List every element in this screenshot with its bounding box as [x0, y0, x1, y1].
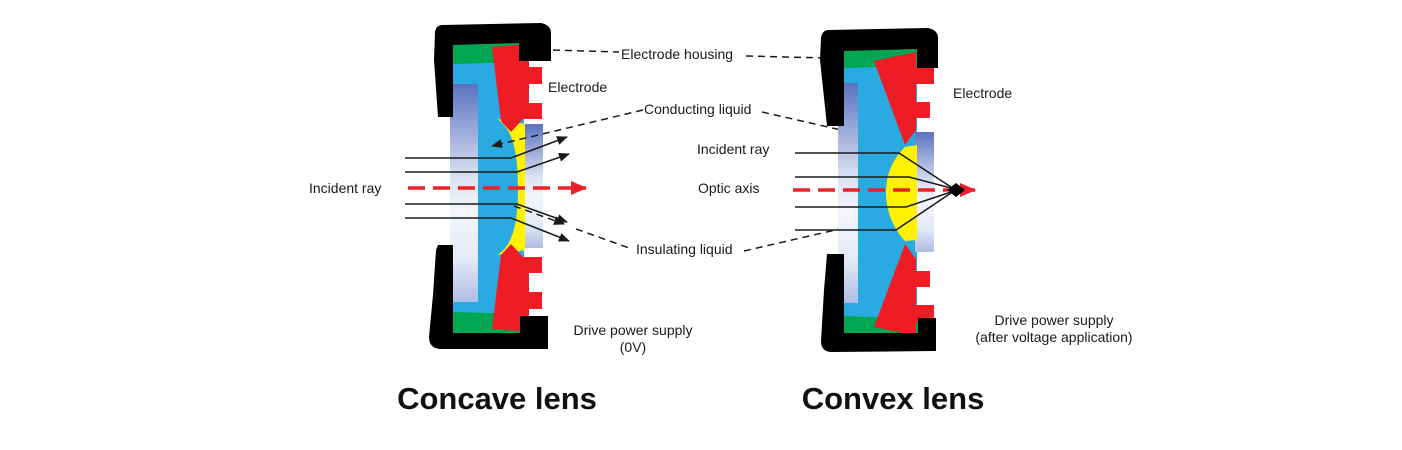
housing-bottom — [429, 245, 548, 349]
drive-power-left-line1: Drive power supply — [573, 322, 693, 338]
housing-top — [434, 23, 551, 117]
drive-power-right-line1: Drive power supply — [994, 312, 1114, 328]
light-ray — [795, 176, 952, 189]
concave-ray-group — [405, 136, 587, 242]
label-conducting-liquid: Conducting liquid — [644, 101, 752, 117]
concave-lens-figure — [429, 23, 551, 349]
label-incident-ray-center: Incident ray — [697, 141, 770, 157]
label-electrode-housing: Electrode housing — [621, 46, 734, 62]
label-electrode-left: Electrode — [548, 79, 608, 95]
label-insulating-liquid: Insulating liquid — [636, 241, 733, 257]
housing-bottom — [821, 254, 936, 352]
label-drive-power-right: Drive power supply (after voltage applic… — [944, 312, 1164, 346]
glass-window-left — [450, 84, 478, 302]
glass-window-right — [915, 132, 934, 252]
convex-ray-group — [793, 152, 976, 231]
electrode-top-shape — [492, 44, 542, 132]
drive-power-left-line2: (0V) — [619, 339, 647, 355]
pointer-insulating-liquid-left-a — [513, 205, 565, 225]
light-ray — [405, 217, 570, 242]
title-convex-lens: Convex lens — [801, 381, 985, 416]
glass-window-right — [524, 124, 543, 248]
pointer-insulating-liquid-left-b — [575, 228, 633, 250]
label-electrode-right: Electrode — [953, 85, 1013, 101]
light-ray — [795, 192, 952, 231]
pointer-conducting-liquid-right — [761, 111, 873, 140]
light-ray — [405, 153, 570, 173]
light-ray — [795, 152, 952, 188]
drive-power-right-line2: (after voltage application) — [975, 329, 1133, 345]
light-ray — [405, 136, 568, 159]
pointer-electrode-housing-right — [745, 55, 827, 59]
label-drive-power-left: Drive power supply (0V) — [553, 322, 713, 356]
label-optic-axis: Optic axis — [698, 180, 760, 196]
electrode-top-shape — [874, 52, 934, 145]
pointer-conducting-liquid-left — [491, 109, 644, 149]
housing-top — [820, 28, 938, 126]
focal-point-marker — [947, 183, 965, 197]
title-concave-lens: Concave lens — [397, 381, 597, 416]
pointer-electrode-housing-left — [552, 49, 620, 53]
electrode-bottom-shape — [874, 244, 934, 336]
light-ray — [795, 191, 952, 208]
light-ray — [405, 203, 568, 223]
insulating-liquid-shape — [886, 145, 917, 241]
electrode-bottom-shape — [492, 244, 542, 332]
label-incident-ray-left: Incident ray — [309, 180, 382, 196]
glass-window-left — [838, 83, 858, 303]
